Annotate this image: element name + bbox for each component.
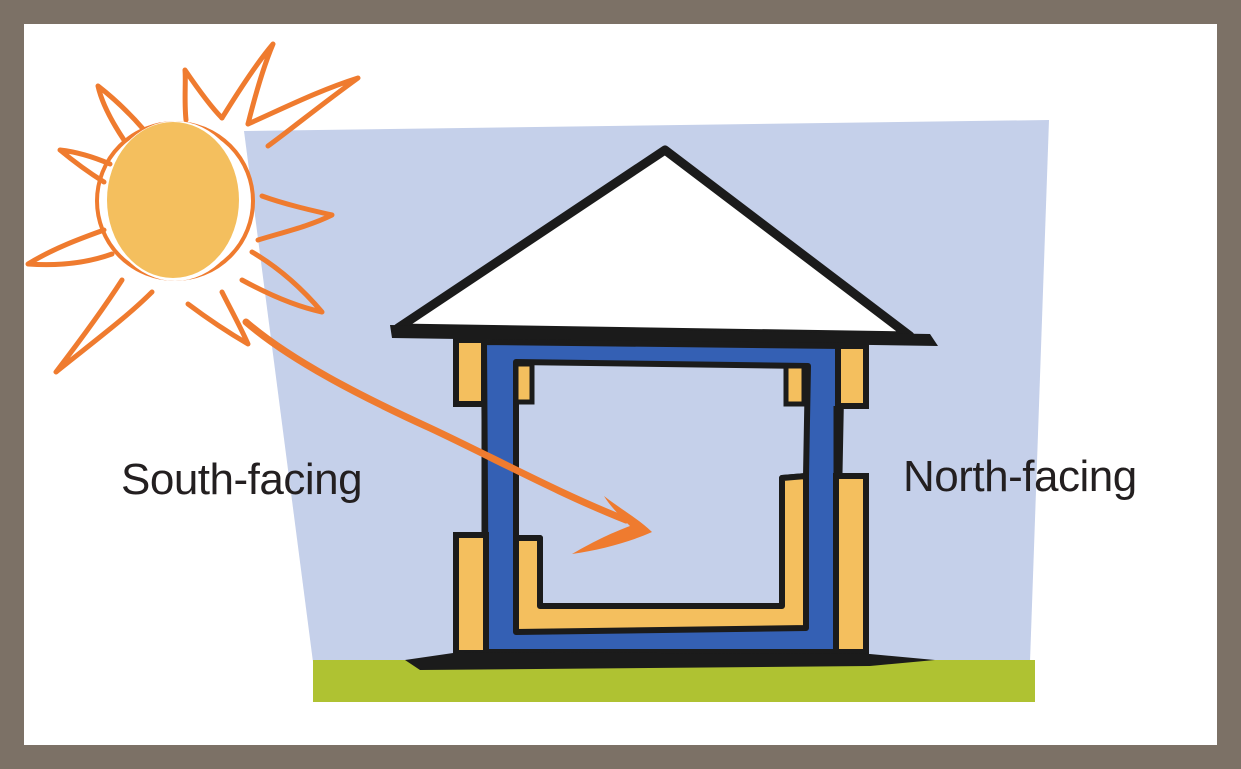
north-facing-label: North-facing [903, 452, 1137, 501]
south-insulation-lower [453, 532, 489, 656]
inner-insulation [513, 473, 809, 635]
roof-eave [390, 325, 938, 346]
house-base [405, 652, 935, 670]
south-facing-label: South-facing [121, 455, 363, 504]
sun-icon [25, 41, 361, 375]
inner-corner-left [513, 361, 535, 405]
north-insulation-upper [835, 343, 869, 409]
south-insulation-upper [453, 337, 487, 407]
inner-corner-right [783, 363, 807, 407]
house-interior [513, 359, 811, 609]
north-insulation-lower [833, 473, 869, 655]
sun-ray-arrow [242, 318, 652, 554]
